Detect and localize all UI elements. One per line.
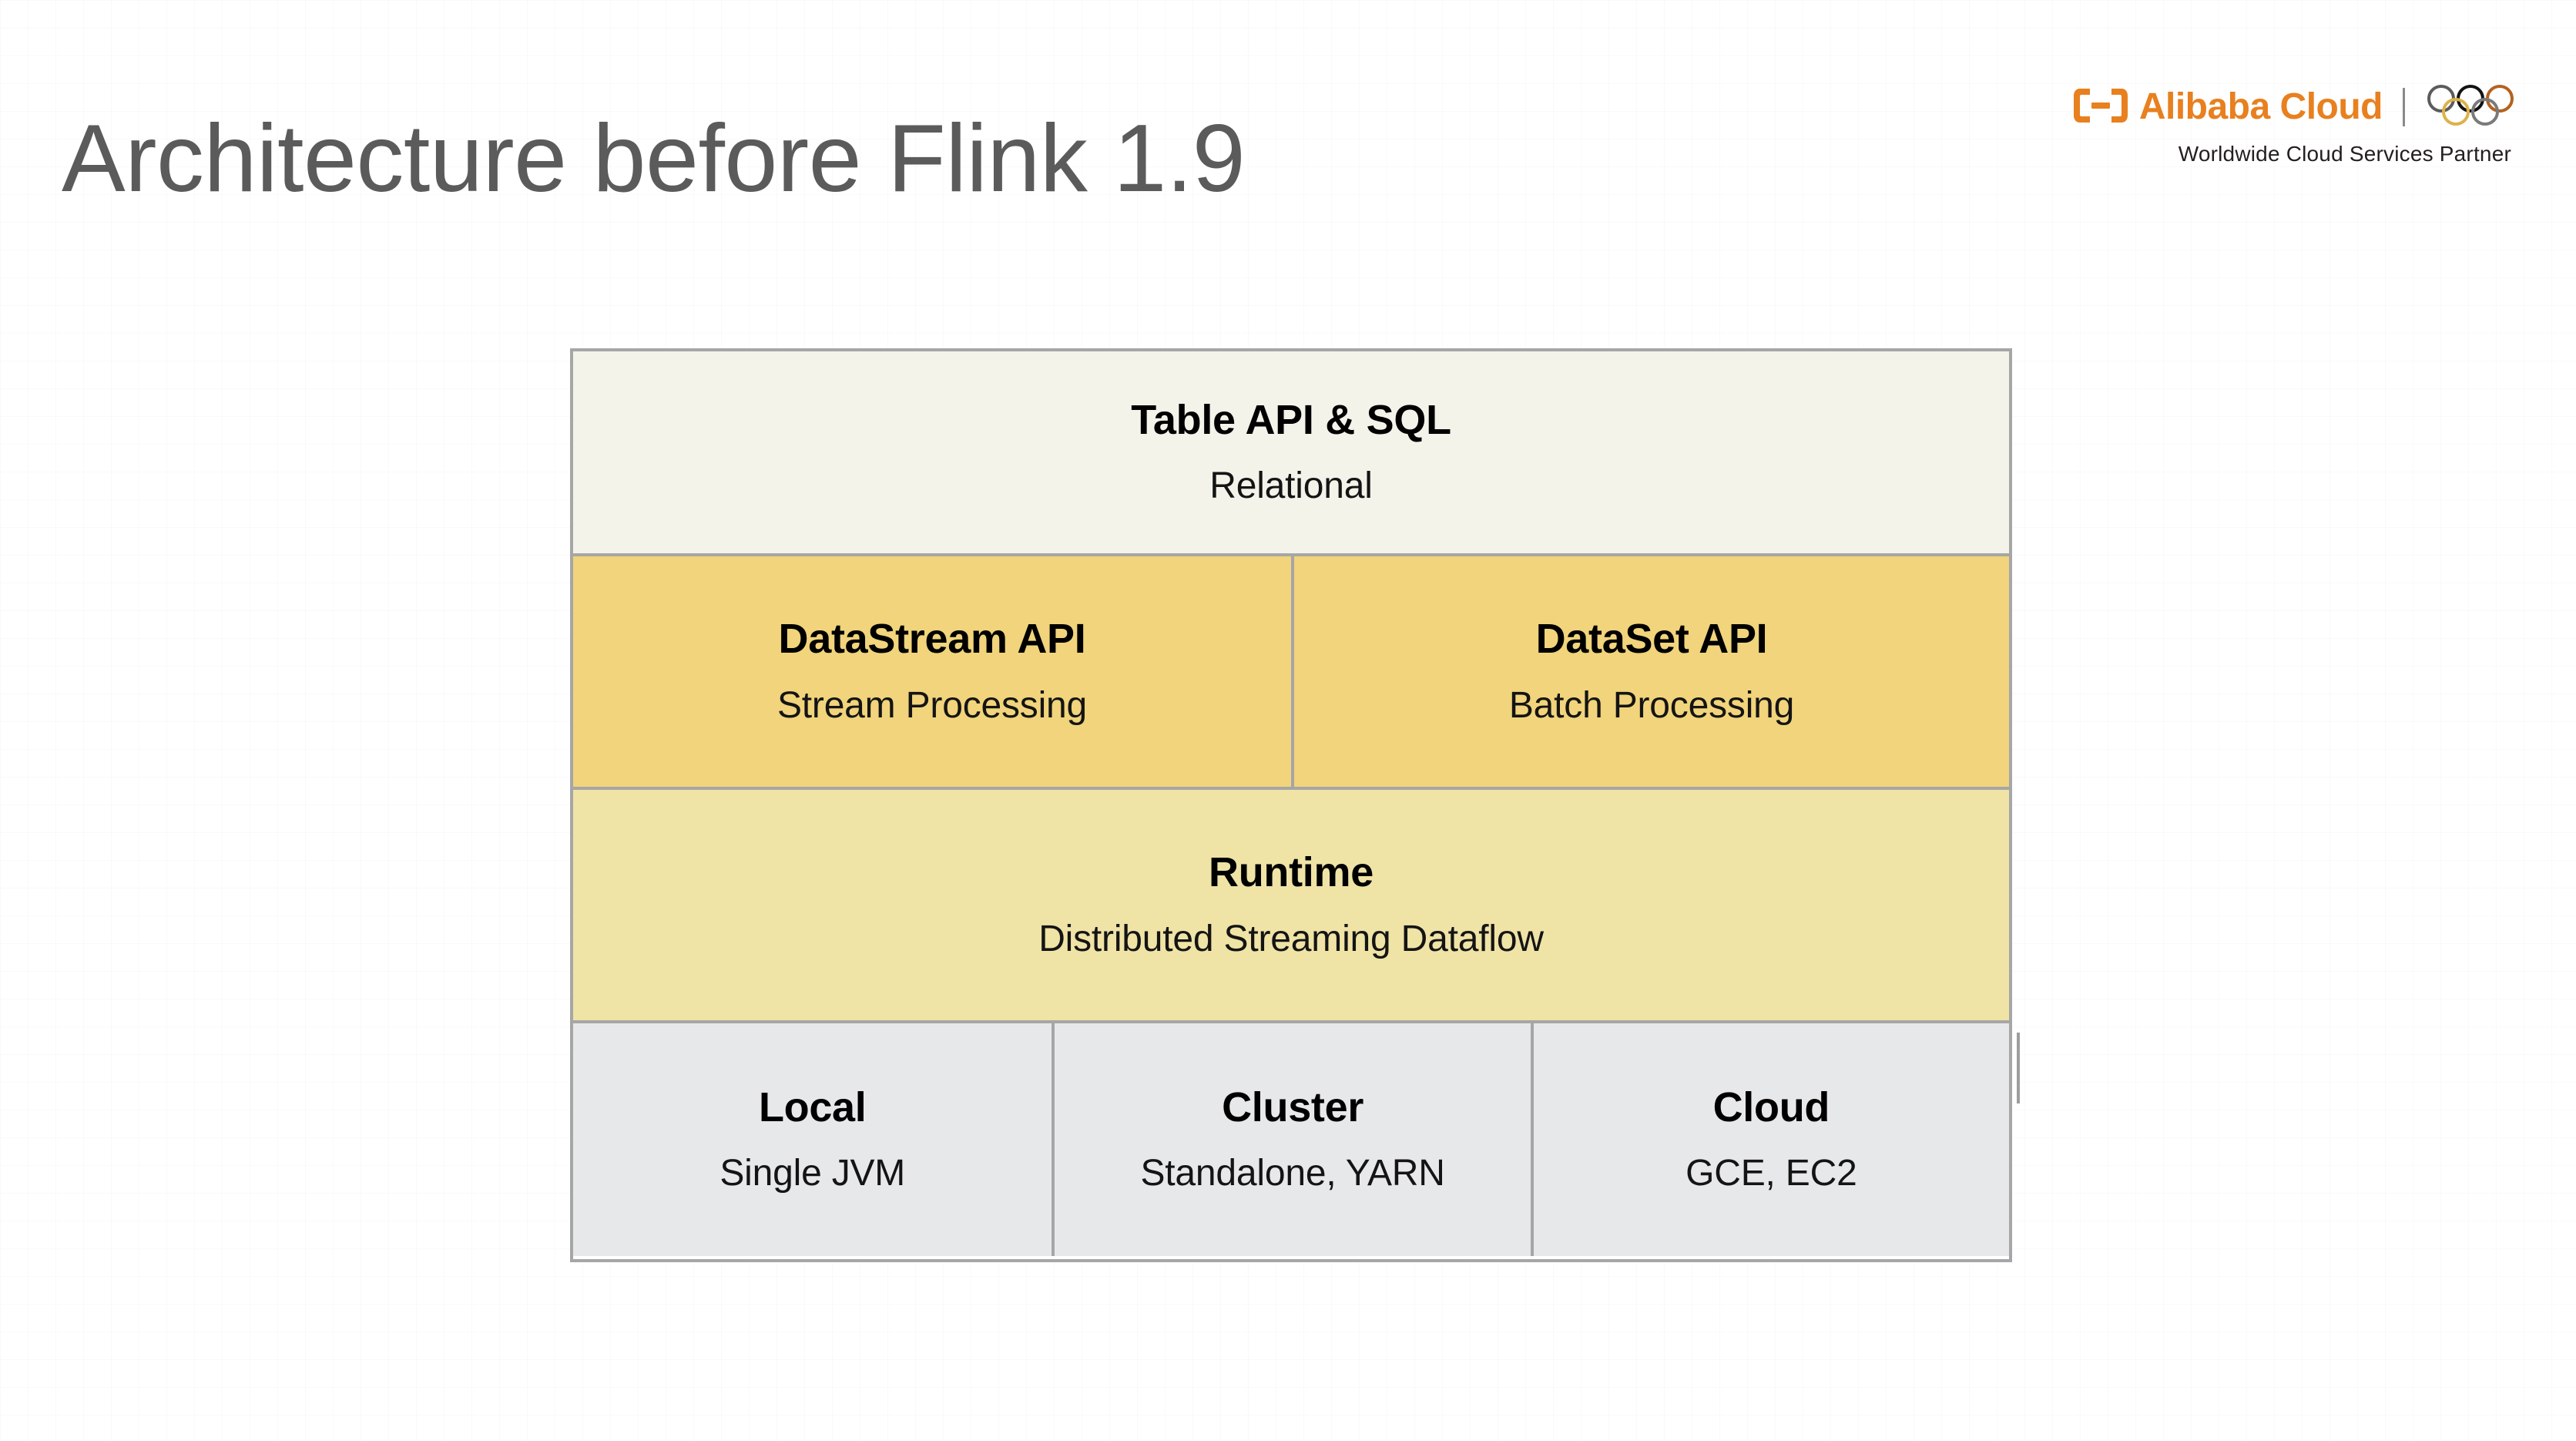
cell-title: DataSet API	[1535, 616, 1768, 663]
brand-lockup: Alibaba Cloud Worldwide Cloud Services P…	[2054, 83, 2516, 166]
brand-tagline: Worldwide Cloud Services Partner	[2178, 142, 2511, 166]
diagram-row-deployment: Local Single JVM Cluster Standalone, YAR…	[573, 1020, 2009, 1256]
page-title: Architecture before Flink 1.9	[62, 106, 1246, 212]
cell-subtitle: Single JVM	[719, 1153, 906, 1194]
alibaba-cloud-brand: Alibaba Cloud	[2073, 86, 2383, 129]
olympic-rings-icon	[2425, 83, 2516, 132]
diagram-edge-tick	[2017, 1033, 2020, 1103]
cell-subtitle: Standalone, YARN	[1140, 1153, 1445, 1194]
cell-title: Local	[758, 1083, 867, 1130]
cell-title: Cluster	[1222, 1083, 1364, 1130]
cell-title: DataStream API	[778, 616, 1086, 663]
diagram-cell-table-api-sql: Table API & SQL Relational	[573, 351, 2009, 553]
alibaba-cloud-logo-icon	[2073, 86, 2128, 129]
diagram-cell-dataset-api: DataSet API Batch Processing	[1291, 556, 2009, 787]
cell-title: Runtime	[1209, 849, 1374, 896]
cell-subtitle: Batch Processing	[1508, 684, 1795, 726]
cell-title: Table API & SQL	[1131, 396, 1451, 443]
diagram-cell-local: Local Single JVM	[573, 1023, 1052, 1256]
cell-subtitle: Relational	[1209, 465, 1373, 507]
cell-subtitle: Stream Processing	[776, 684, 1088, 726]
diagram-cell-datastream-api: DataStream API Stream Processing	[573, 556, 1291, 787]
diagram-cell-cluster: Cluster Standalone, YARN	[1052, 1023, 1531, 1256]
brand-divider	[2403, 88, 2405, 126]
cell-title: Cloud	[1712, 1083, 1830, 1130]
cell-subtitle: Distributed Streaming Dataflow	[1038, 918, 1544, 959]
diagram-cell-cloud: Cloud GCE, EC2	[1530, 1023, 2009, 1256]
flink-architecture-stack: Table API & SQL Relational DataStream AP…	[570, 348, 2012, 1262]
cell-subtitle: GCE, EC2	[1685, 1153, 1857, 1194]
diagram-cell-runtime: Runtime Distributed Streaming Dataflow	[573, 790, 2009, 1020]
diagram-row-runtime: Runtime Distributed Streaming Dataflow	[573, 787, 2009, 1020]
diagram-row-apis: DataStream API Stream Processing DataSet…	[573, 553, 2009, 787]
brand-row: Alibaba Cloud	[2054, 83, 2516, 131]
diagram-row-relational: Table API & SQL Relational	[573, 351, 2009, 553]
brand-wordmark: Alibaba Cloud	[2138, 86, 2383, 127]
